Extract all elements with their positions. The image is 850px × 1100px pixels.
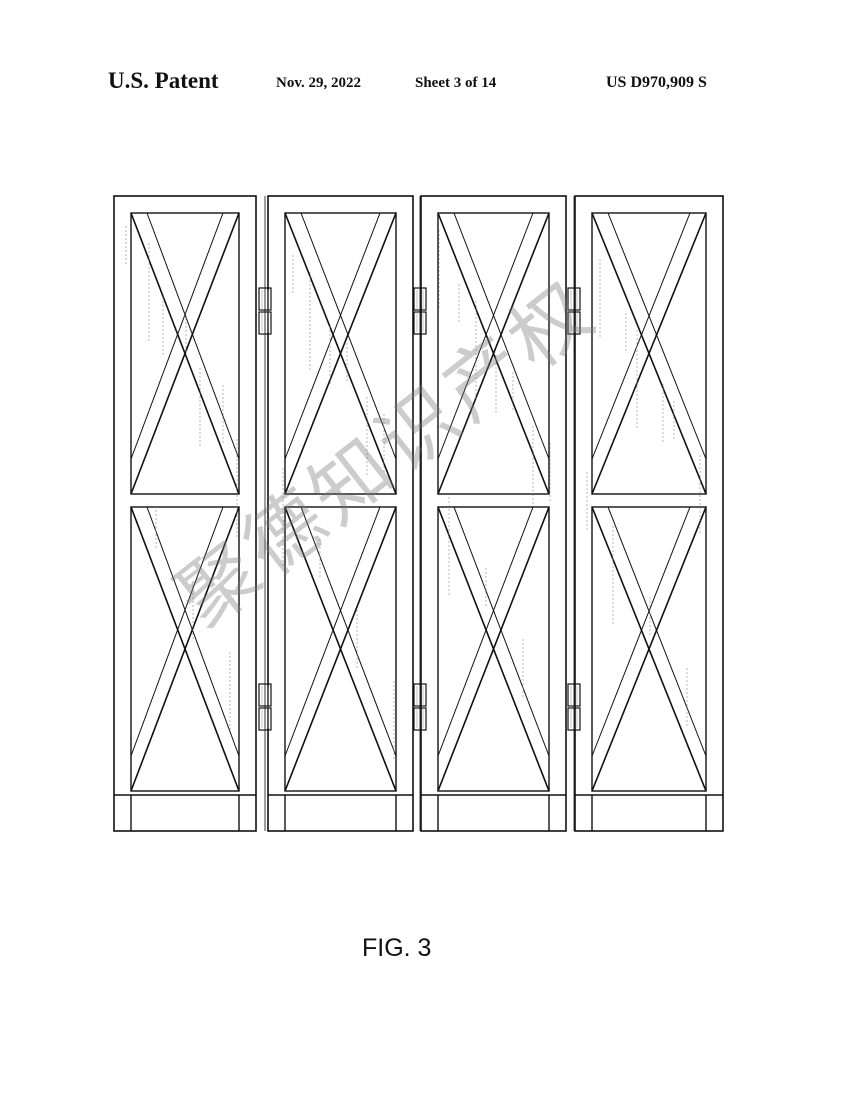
panel-upper-inset bbox=[130, 212, 240, 495]
x-brace-line bbox=[453, 506, 550, 757]
x-brace-line bbox=[437, 212, 534, 460]
x-brace-line bbox=[453, 212, 550, 460]
panel-upper-inset bbox=[437, 212, 550, 495]
panel-feet bbox=[575, 794, 723, 831]
x-brace-line bbox=[146, 212, 240, 460]
x-brace-line bbox=[130, 506, 224, 757]
sheet-number: Sheet 3 of 14 bbox=[415, 75, 497, 91]
x-brace-line bbox=[591, 212, 691, 460]
panel-upper-inset bbox=[284, 212, 397, 495]
panel-upper-inset bbox=[591, 212, 707, 495]
panel-frame bbox=[267, 195, 414, 832]
panel-lower-inset bbox=[130, 506, 240, 792]
x-brace-line bbox=[146, 506, 240, 757]
panel-feet bbox=[268, 794, 413, 831]
x-brace-line bbox=[591, 506, 691, 757]
panel-lower-inset bbox=[591, 506, 707, 792]
x-brace-line bbox=[437, 212, 550, 495]
x-brace-line bbox=[130, 212, 240, 495]
panel-feet bbox=[421, 794, 566, 831]
patent-number: US D970,909 S bbox=[606, 74, 707, 91]
x-brace-line bbox=[591, 506, 707, 792]
x-brace-line bbox=[607, 212, 707, 460]
figure-label: FIG. 3 bbox=[362, 934, 432, 962]
x-brace-line bbox=[284, 212, 397, 495]
x-brace-line bbox=[130, 212, 224, 460]
x-brace-line bbox=[300, 506, 397, 757]
x-brace-line bbox=[300, 212, 397, 460]
panel-lower-inset bbox=[437, 506, 550, 792]
panel-lower-inset bbox=[284, 506, 397, 792]
x-brace-line bbox=[437, 506, 550, 792]
panel-frame bbox=[113, 195, 257, 832]
panel-frame bbox=[574, 195, 724, 832]
x-brace-line bbox=[284, 506, 397, 792]
x-brace-line bbox=[607, 506, 707, 757]
panel-feet bbox=[114, 794, 256, 831]
x-brace-line bbox=[437, 506, 534, 757]
x-brace-line bbox=[284, 506, 381, 757]
panel-frame bbox=[420, 195, 567, 832]
x-brace-line bbox=[284, 212, 381, 460]
x-brace-line bbox=[130, 506, 240, 792]
x-brace-line bbox=[591, 212, 707, 495]
patent-date: Nov. 29, 2022 bbox=[276, 75, 362, 91]
patent-title: U.S. Patent bbox=[108, 68, 219, 93]
